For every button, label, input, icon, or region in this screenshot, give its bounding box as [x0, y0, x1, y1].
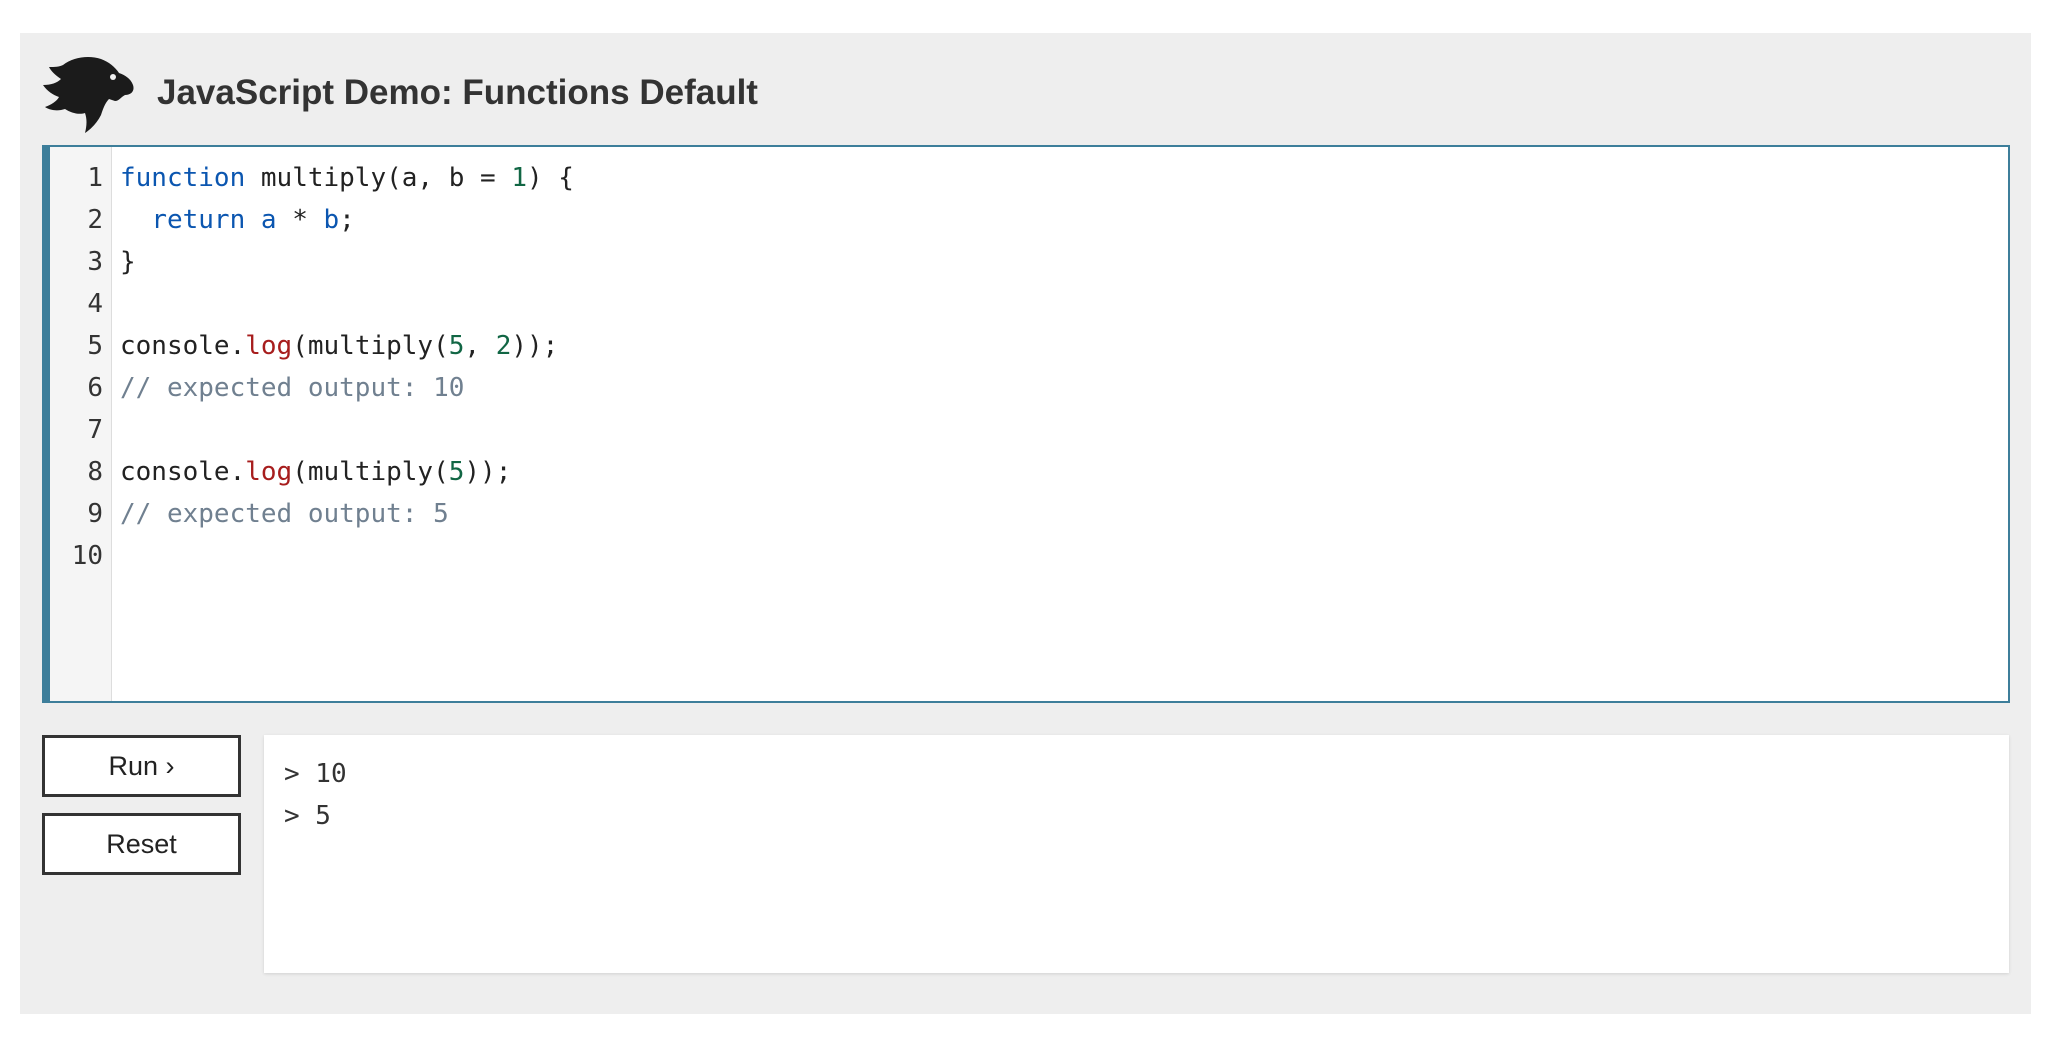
- code-line[interactable]: function multiply(a, b = 1) {: [120, 157, 2008, 199]
- code-line[interactable]: return a * b;: [120, 199, 2008, 241]
- line-number: 7: [87, 415, 103, 445]
- code-token: }: [120, 247, 136, 277]
- code-line[interactable]: }: [120, 241, 2008, 283]
- code-token: log: [245, 457, 293, 487]
- code-token: 2: [495, 331, 512, 361]
- code-token: ));: [464, 457, 512, 487]
- code-token: [120, 205, 151, 235]
- code-line[interactable]: console.log(multiply(5, 2));: [120, 325, 2008, 367]
- code-token: ) {: [527, 163, 574, 193]
- code-line[interactable]: console.log(multiply(5));: [120, 451, 2008, 493]
- code-token: 1: [511, 163, 527, 193]
- line-number-gutter: 1 2 3 4 5 6 7 8 9 10: [50, 147, 112, 701]
- code-token: // expected output: 10: [120, 373, 465, 403]
- code-token: function: [120, 163, 246, 193]
- code-token: console.: [120, 331, 246, 361]
- code-token: return a: [151, 205, 277, 235]
- console-line: > 5: [284, 801, 331, 831]
- code-token: ,: [464, 331, 496, 361]
- line-number: 6: [87, 373, 103, 403]
- code-token: b: [323, 205, 340, 235]
- code-line[interactable]: // expected output: 10: [120, 367, 2008, 409]
- interactive-example-panel: JavaScript Demo: Functions Default 1 2 3 4 5…: [20, 33, 2031, 1014]
- code-token: 5: [448, 457, 465, 487]
- code-token: ;: [339, 205, 355, 235]
- line-number: 9: [87, 499, 103, 529]
- console-line: > 10: [284, 759, 347, 789]
- code-token: multiply(a, b =: [245, 163, 512, 193]
- line-number: 10: [71, 541, 103, 571]
- line-number: 8: [87, 457, 103, 487]
- code-line[interactable]: // expected output: 5: [120, 493, 2008, 535]
- reset-button[interactable]: Reset: [42, 813, 241, 875]
- code-line[interactable]: [120, 409, 2008, 451]
- line-number: 4: [87, 289, 103, 319]
- code-area[interactable]: function multiply(a, b = 1) { return a *…: [112, 147, 2008, 701]
- line-number: 5: [87, 331, 103, 361]
- code-token: ));: [511, 331, 559, 361]
- line-number: 3: [87, 247, 103, 277]
- dinosaur-logo-icon: [43, 57, 134, 133]
- page-title: JavaScript Demo: Functions Default: [157, 73, 758, 112]
- code-token: // expected output: 5: [120, 499, 449, 529]
- code-token: (multiply(: [292, 457, 449, 487]
- run-button[interactable]: Run ›: [42, 735, 241, 797]
- code-token: 5: [448, 331, 465, 361]
- line-number: 1: [87, 163, 103, 193]
- code-token: (multiply(: [292, 331, 449, 361]
- line-number: 2: [87, 205, 103, 235]
- code-token: log: [245, 331, 293, 361]
- console-output: > 10 > 5: [264, 735, 2009, 973]
- code-token: *: [276, 205, 324, 235]
- code-line[interactable]: [120, 535, 2008, 577]
- code-token: console.: [120, 457, 246, 487]
- code-line[interactable]: [120, 283, 2008, 325]
- header: JavaScript Demo: Functions Default: [43, 53, 758, 133]
